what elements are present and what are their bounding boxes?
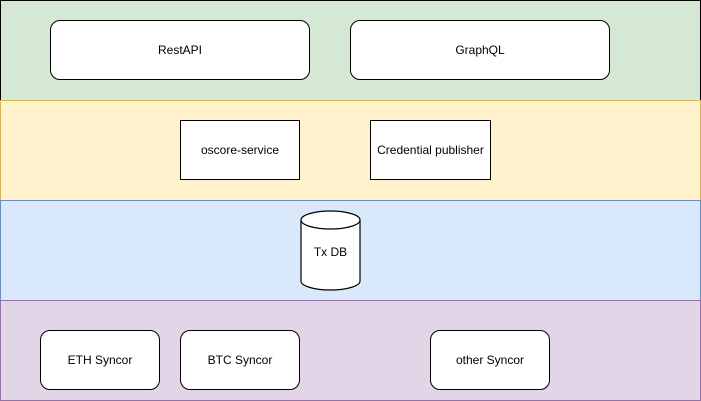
tx-db-label: Tx DB — [313, 245, 348, 259]
eth-syncor-box: ETH Syncor — [40, 330, 160, 390]
graphql-label: GraphQL — [455, 43, 505, 57]
credential-publisher-box: Credential publisher — [370, 120, 491, 180]
restapi-label: RestAPI — [157, 43, 202, 57]
other-syncor-box: other Syncor — [430, 330, 550, 390]
credential-publisher-label: Credential publisher — [377, 143, 484, 157]
database-cylinder-icon — [300, 210, 361, 291]
oscore-service-box: oscore-service — [180, 120, 300, 180]
other-syncor-label: other Syncor — [455, 353, 525, 367]
eth-syncor-label: ETH Syncor — [67, 353, 133, 367]
graphql-box: GraphQL — [350, 20, 610, 80]
btc-syncor-box: BTC Syncor — [180, 330, 300, 390]
restapi-box: RestAPI — [50, 20, 310, 80]
btc-syncor-label: BTC Syncor — [207, 353, 273, 367]
oscore-service-label: oscore-service — [200, 143, 280, 157]
service-layer — [0, 100, 701, 201]
